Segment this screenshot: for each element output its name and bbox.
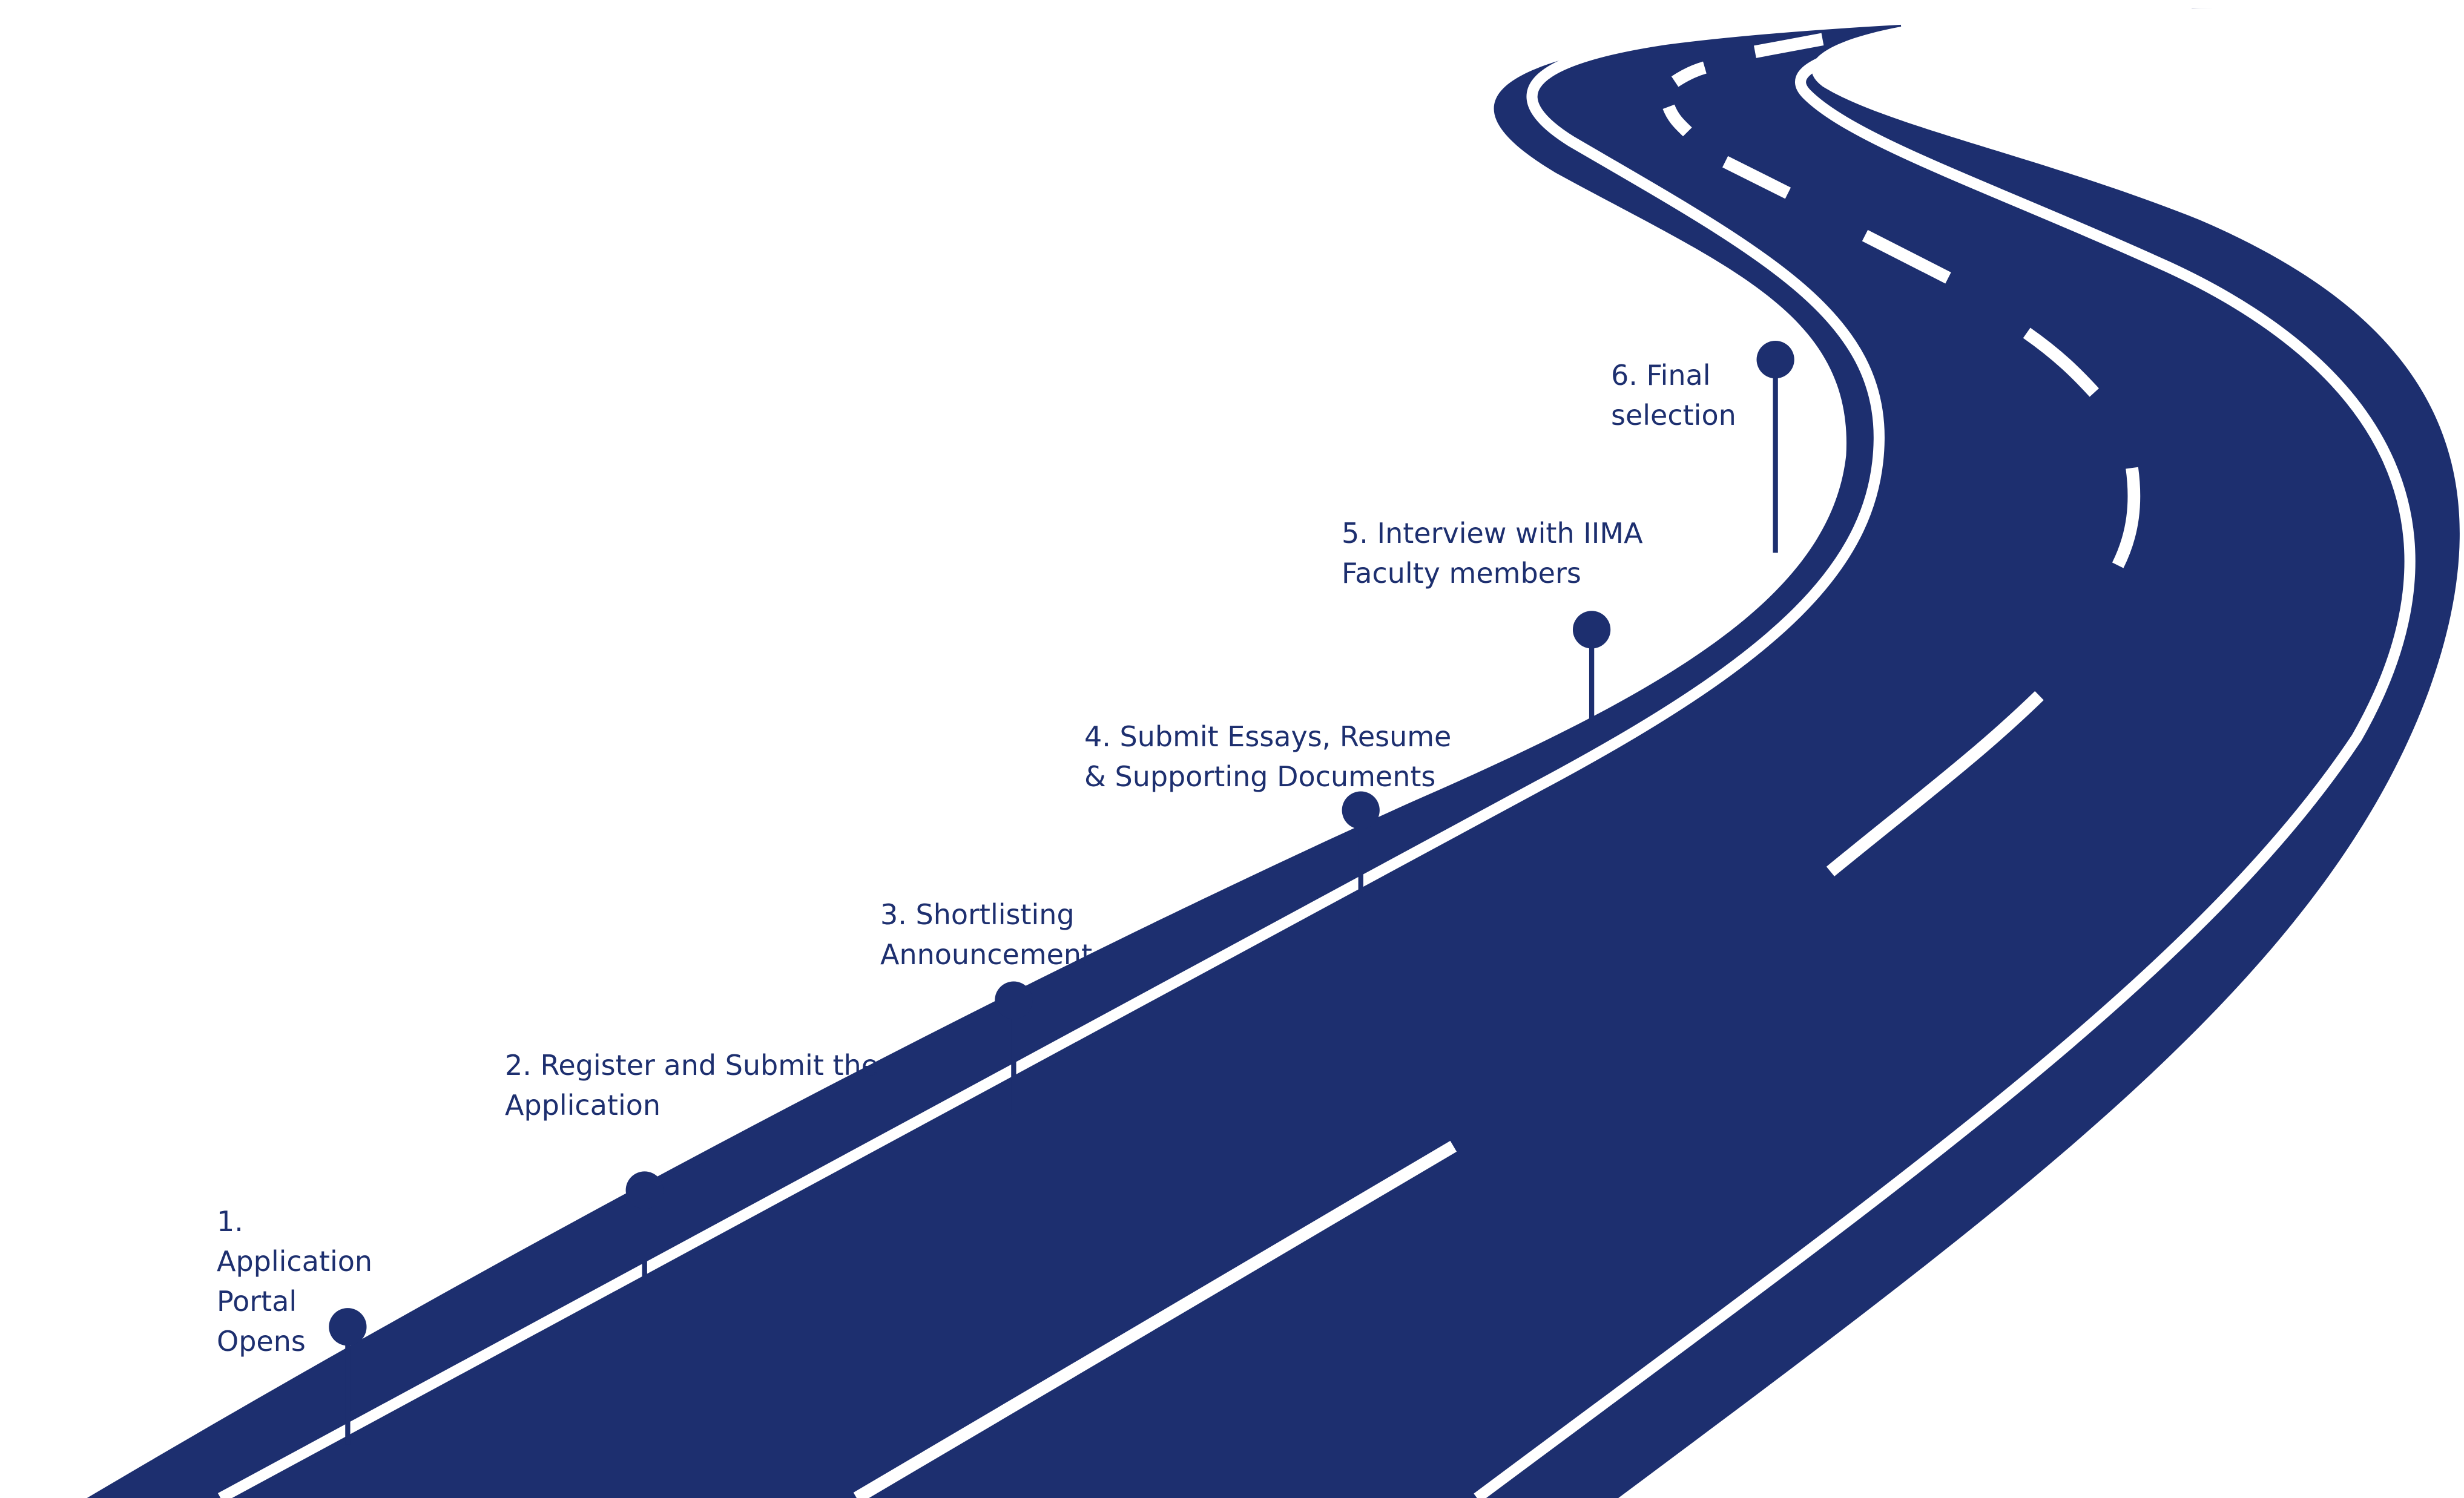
center-dash [2112,467,2141,568]
center-dash [1900,12,1984,33]
milestone-pin-6 [1756,340,1794,553]
milestone-pin-head [1342,791,1380,829]
milestone-pin-head [625,1171,664,1209]
milestone-pin-5 [1572,611,1611,720]
center-dash [1862,229,1951,284]
step-5-label: 5. Interview with IIMA Faculty members [1342,517,1643,590]
road-edge-line-right [1474,4,2416,1498]
milestone-pin-head [1572,611,1611,649]
milestone-pin-3 [995,981,1033,1115]
step-2-label: 2. Register and Submit the Application [505,1049,878,1122]
center-dash [1722,156,1791,199]
center-dash [2042,4,2113,21]
milestone-pin-head [1756,340,1794,379]
center-dash [1826,691,2044,876]
step-6-label: 6. Final selection [1611,359,1736,432]
milestone-pin-head [995,981,1033,1019]
milestone-pins [329,340,1794,1445]
road-center-dashes [853,4,2141,1498]
center-dash [1662,104,1692,137]
center-dash [1671,61,1707,87]
step-1-label: 1. Application Portal Opens [217,1205,373,1358]
step-4-label: 4. Submit Essays, Resume & Supporting Do… [1084,720,1452,793]
milestone-pin-head [329,1308,367,1346]
milestone-pin-4 [1342,791,1380,927]
road-edge-line-left [217,2,2192,1498]
step-3-label: 3. Shortlisting Announcement [880,898,1093,971]
center-dash [1754,33,1824,58]
center-dash [853,1140,1457,1498]
center-dash [2023,327,2099,397]
milestone-pin-2 [625,1171,664,1307]
milestone-pin-1 [329,1308,367,1445]
